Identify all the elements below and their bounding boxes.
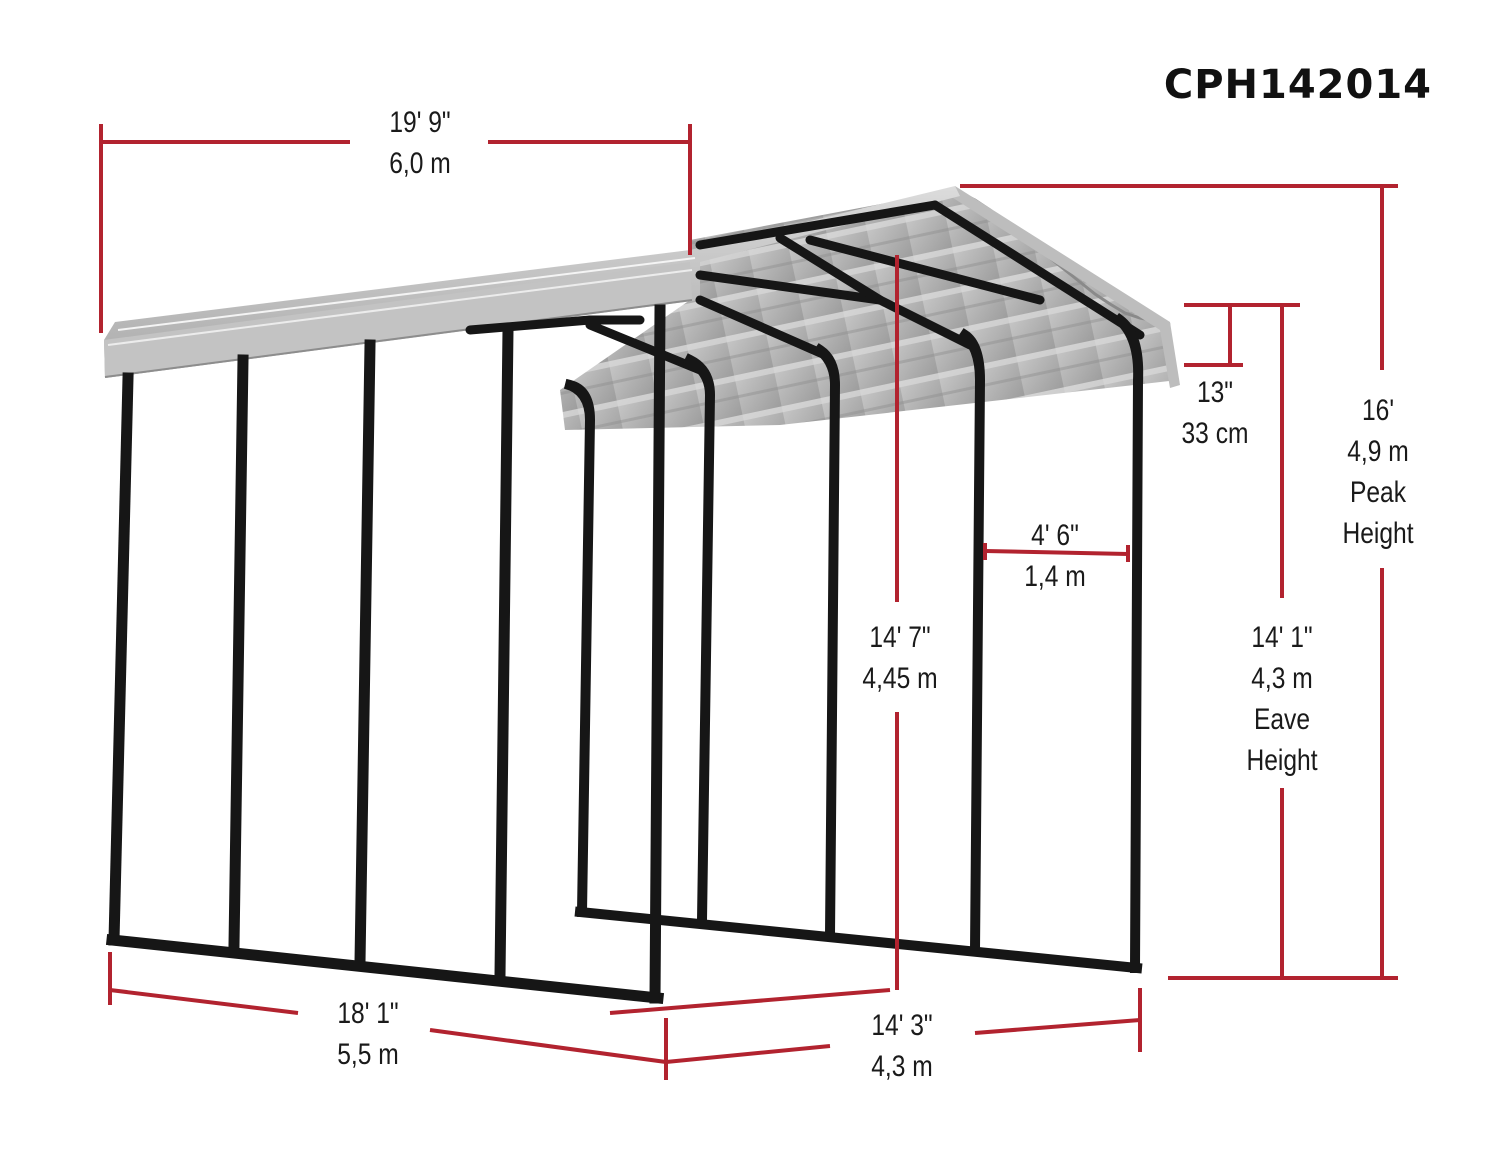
model-number: CPH142014 [1163,62,1432,108]
bay-spacing-label: 4' 6" 1,4 m [1006,515,1104,597]
overhang-label: 13" 33 cm [1166,372,1264,454]
dimension-lines [99,124,1398,1080]
peak-height-label: 16' 4,9 m Peak Height [1329,390,1427,554]
base-width-label: 14' 3" 4,3 m [853,1005,951,1087]
eave-height-caption-1: Eave [1253,703,1311,736]
overhang-imperial: 13" [1196,376,1234,409]
frame-near-side [105,304,666,1005]
bay-spacing-imperial: 4' 6" [1031,519,1079,552]
frame-far-side [563,312,1144,974]
roof-near-panel [104,186,960,378]
bay-spacing-metric: 1,4 m [1024,560,1086,593]
eave-height-caption-2: Height [1246,744,1318,777]
roof-underside [560,186,1180,430]
base-length-imperial: 18' 1" [337,997,399,1030]
eave-height-metric: 4,3 m [1251,662,1313,695]
base-width-metric: 4,3 m [871,1050,933,1083]
roof-length-label: 19' 9" 6,0 m [359,102,482,184]
center-clearance-imperial: 14' 7" [869,621,931,654]
peak-height-caption-1: Peak [1349,476,1407,509]
base-width-imperial: 14' 3" [871,1009,933,1042]
peak-height-caption-2: Height [1342,517,1414,550]
center-clearance-metric: 4,45 m [862,662,938,695]
peak-height-metric: 4,9 m [1347,435,1409,468]
overhang-metric: 33 cm [1181,417,1249,450]
eave-height-label: 14' 1" 4,3 m Eave Height [1233,617,1331,781]
base-length-label: 18' 1" 5,5 m [319,993,417,1075]
roof-length-imperial: 19' 9" [389,106,451,139]
eave-height-imperial: 14' 1" [1251,621,1313,654]
roof-length-metric: 6,0 m [389,147,451,180]
peak-height-imperial: 16' [1361,394,1395,427]
center-clearance-label: 14' 7" 4,45 m [847,617,954,699]
base-length-metric: 5,5 m [337,1038,399,1071]
